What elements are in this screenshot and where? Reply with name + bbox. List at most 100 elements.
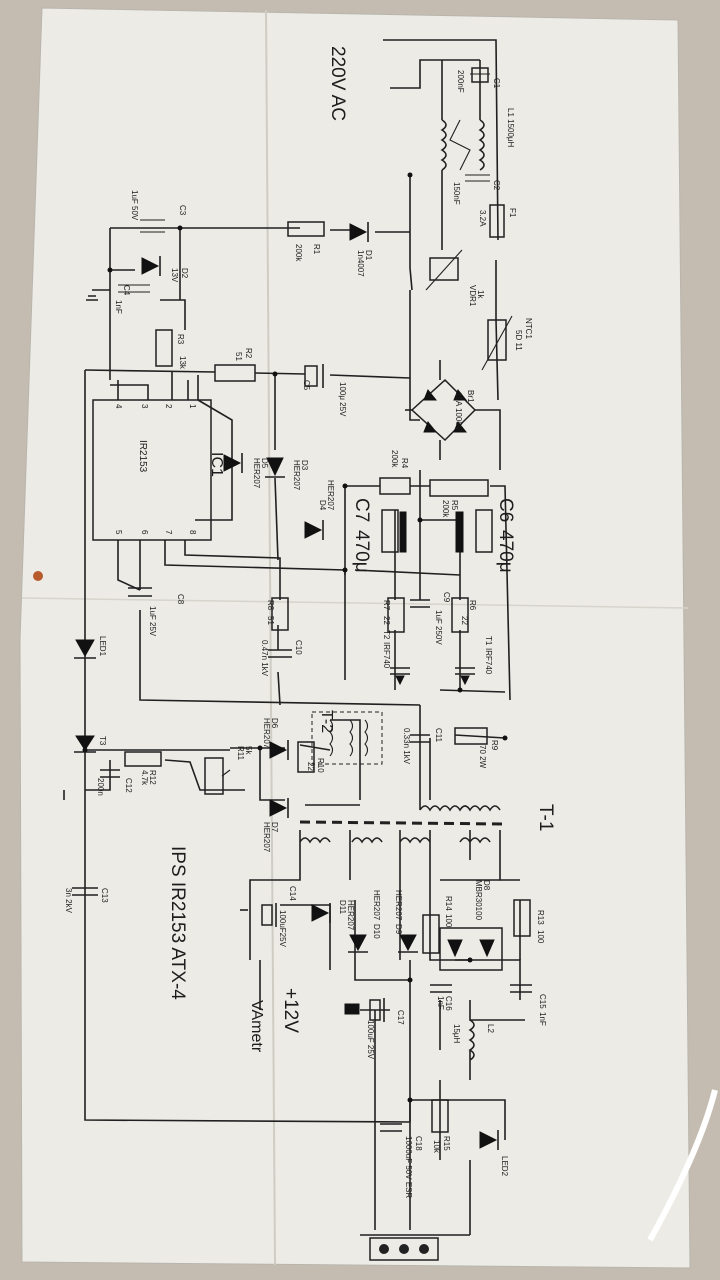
r15-value: 10k — [432, 1140, 441, 1154]
t2-transformer-label: T-2 — [318, 710, 335, 733]
d11-value: HER207 — [346, 900, 355, 931]
d1-label: D1 — [364, 250, 373, 261]
c5-value: 100μ 25V — [338, 382, 347, 417]
ic-ref: IC1 — [208, 452, 225, 477]
c4-value: 1nF — [114, 300, 123, 314]
c1-label: C1 — [492, 78, 501, 89]
c7-label: C7 — [351, 498, 372, 522]
r14-value: 100 — [444, 914, 453, 928]
d7-label: D7 — [270, 822, 279, 833]
components — [63, 67, 532, 1261]
r12-value: 4.7k — [140, 770, 149, 786]
d8-label: D8 — [482, 880, 491, 891]
r5-value: 200k — [441, 500, 450, 518]
bridge-value: 10A 1000V — [454, 392, 463, 432]
t2-value: IRF740 — [382, 642, 391, 669]
d4-value: HER207 — [326, 480, 335, 511]
d3-value: HER207 — [292, 460, 301, 491]
bridge-label: Br1 — [466, 390, 475, 403]
c3-label: C3 — [178, 205, 187, 216]
c2-label: C2 — [492, 180, 501, 191]
cable — [647, 1089, 718, 1242]
c10-label: C10 — [294, 640, 303, 655]
l1-label: L1 1500μH — [506, 108, 515, 148]
led1-label: LED1 — [98, 636, 107, 657]
c9-value: 1uF 250V — [434, 610, 443, 645]
d8-value: MBR30100 — [474, 880, 483, 921]
c4-label: C4 — [122, 285, 131, 296]
vdr-value: 1k — [476, 290, 485, 299]
t1-transformer-label: T-1 — [535, 804, 556, 831]
r1-value: 200k — [294, 244, 303, 262]
ntc-value: 5D 11 — [514, 330, 523, 351]
d4-label: D4 — [318, 500, 327, 511]
c6-value: 470μ — [495, 530, 516, 573]
c8-label: C8 — [176, 594, 185, 605]
r10-value: 22 — [306, 762, 315, 771]
t3-label: T3 — [98, 736, 107, 746]
c3-value: 1uF 50V — [130, 190, 139, 221]
paper-stain — [33, 571, 43, 581]
d7-value: HER207 — [262, 822, 271, 853]
r3-label: R3 — [176, 334, 185, 345]
c14-label: C14 — [288, 886, 297, 901]
r8-label: R8 — [266, 600, 275, 611]
d10-label: D10 — [372, 924, 381, 939]
r3-value: 13k — [178, 356, 187, 370]
r9-value: 70 2W — [478, 745, 487, 769]
f1-label: F1 — [508, 208, 517, 218]
r7-value: 22 — [382, 616, 391, 625]
ic-pin-1: 1 — [188, 404, 197, 409]
paper-fold — [265, 9, 276, 1266]
sheet-title: IPS IR2153 ATX-4 — [167, 846, 188, 1000]
d6-label: D6 — [270, 718, 279, 729]
r5-label: R5 — [450, 500, 459, 511]
c16-label: C16 — [444, 996, 453, 1011]
meter-label: VAmetr — [248, 1000, 265, 1053]
ic-pin-4: 4 — [114, 404, 123, 409]
t1-value: IRF740 — [484, 648, 493, 675]
mains-label: 220V AC — [327, 46, 348, 121]
r13-label: R13 — [536, 910, 545, 925]
c11-value: 0.33n 1kV — [402, 728, 411, 765]
r4-value: 200k — [390, 450, 399, 468]
led2-label: LED2 — [500, 1156, 509, 1177]
r8-value: 51 — [266, 616, 275, 625]
paper-fold — [21, 597, 689, 609]
r14-label: R14 — [444, 896, 453, 911]
r11-value: 5k — [244, 746, 253, 755]
r6-value: 22 — [460, 616, 469, 625]
r4-label: R4 — [400, 458, 409, 469]
ic-pin-3: 3 — [140, 404, 149, 409]
t2-label: T2 — [382, 630, 391, 640]
component-labels: 220V AC IPS IR2153 ATX-4 +12V VAmetr C1 … — [64, 46, 556, 1198]
c8-value: 1uF 25V — [148, 606, 157, 637]
ic-pin-2: 2 — [164, 404, 173, 409]
c18-value: 1000uF 50V ESR — [404, 1136, 413, 1198]
r11-label: R11 — [236, 746, 245, 761]
d5-label: D5 — [260, 458, 269, 469]
r12-label: R12 — [148, 770, 157, 785]
d2-value: 13V — [170, 268, 179, 283]
c12-value: 200n — [96, 778, 105, 796]
ic-pin-6: 6 — [140, 530, 149, 535]
c10-value: 0.47n 1kV — [260, 640, 269, 677]
r13-value: 100 — [536, 930, 545, 944]
ic-pin-7: 7 — [164, 530, 173, 535]
c12-label: C12 — [124, 778, 133, 793]
f1-value: 3.2A — [478, 210, 487, 227]
d2-label: D2 — [180, 268, 189, 279]
c9-label: C9 — [442, 592, 451, 603]
r9-label: R9 — [490, 740, 499, 751]
l2-value: 15μH — [452, 1024, 461, 1044]
c17-label: C17 — [396, 1010, 405, 1025]
c5-label: C5 — [302, 380, 311, 391]
r2-value: 51 — [234, 352, 243, 361]
c13-value: 3n 2kV — [64, 888, 73, 914]
d1-value: 1n4007 — [356, 250, 365, 277]
c6-label: C6 — [495, 498, 516, 522]
d5-value: HER207 — [252, 458, 261, 489]
r2-label: R2 — [244, 348, 253, 359]
ntc-label: NTC1 — [524, 318, 533, 339]
